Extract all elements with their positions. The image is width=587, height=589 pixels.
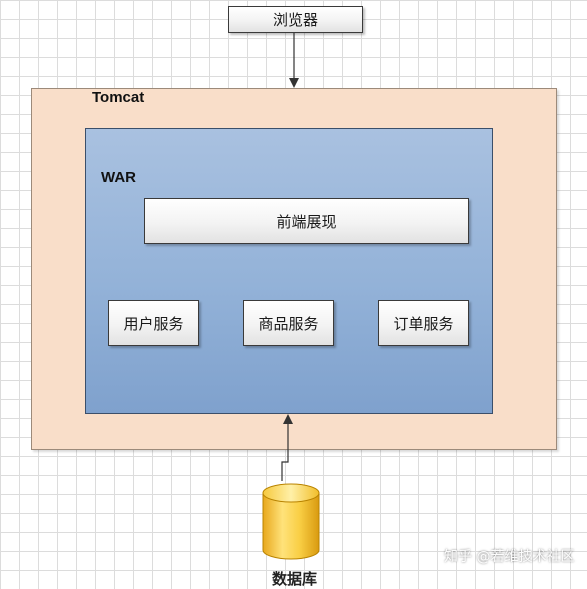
browser-label: 浏览器 — [272, 11, 318, 29]
product-service-node: 商品服务 — [243, 300, 334, 346]
user-service-label: 用户服务 — [123, 314, 184, 333]
user-service-node: 用户服务 — [108, 300, 199, 346]
frontend-label: 前端展现 — [276, 212, 337, 231]
product-service-label: 商品服务 — [258, 314, 319, 333]
war-label: WAR — [101, 169, 136, 186]
order-service-node: 订单服务 — [378, 300, 469, 346]
browser-node: 浏览器 — [228, 6, 363, 33]
tomcat-label: Tomcat — [92, 89, 145, 106]
database-cylinder-icon — [262, 483, 320, 560]
frontend-node: 前端展现 — [144, 198, 469, 244]
war-container — [85, 128, 493, 414]
order-service-label: 订单服务 — [393, 314, 454, 333]
watermark: 知乎 @若维技术社区 — [444, 549, 575, 565]
database-label: 数据库 — [272, 570, 318, 588]
browser-to-tomcat-arrow — [289, 33, 299, 88]
